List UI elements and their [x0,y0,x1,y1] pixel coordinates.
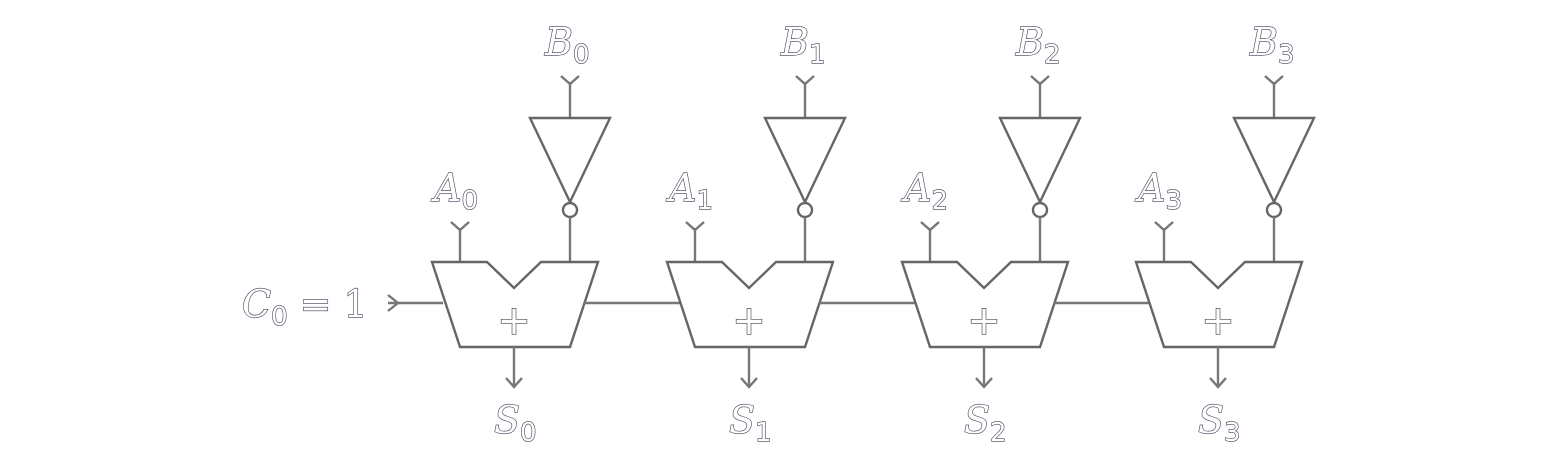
adder-2-plus: + [967,298,1001,344]
carry-in-arrowhead [387,294,400,312]
b2-symbol: B [1015,20,1044,64]
adder-3 [1134,260,1304,349]
carry-in-label: C0 = 1 [242,282,368,332]
b2-input-arrowhead [1030,75,1050,86]
b0-inverter-bubble [561,201,579,219]
s0-symbol: S [494,398,520,442]
b0-input-arrowhead [560,75,580,86]
b2-inverter-bubble [1031,201,1049,219]
b1-inverter [763,116,847,205]
s1-label: S1 [729,398,772,448]
b1-input-arrowhead [795,75,815,86]
carry-in-subscript: 0 [271,302,288,332]
b0-inverter [528,116,612,205]
adder-stage-1: + A1 B1 S1 [665,19,847,449]
b3-subscript: 3 [1278,40,1295,70]
b2-subscript: 2 [1044,40,1061,70]
s3-output-arrowhead [1209,377,1227,389]
b3-inverter-bubble [1265,201,1283,219]
s1-output-arrowhead [740,377,758,389]
a2-input-arrowhead [920,221,940,232]
b1-subscript: 1 [809,40,826,70]
b3-label: B3 [1249,20,1294,70]
adder-1 [665,260,835,349]
carry-in-symbol: C [242,282,271,326]
a0-subscript: 0 [461,186,478,216]
a0-input-arrowhead [450,221,470,232]
b3-input-arrowhead [1264,75,1284,86]
a0-symbol: A [431,166,461,210]
adder-stage-0: + A0 B0 S0 [430,19,612,449]
adder-1-plus: + [732,298,766,344]
a2-label: A2 [901,166,948,216]
a2-subscript: 2 [931,186,948,216]
a3-label: A3 [1135,166,1182,216]
b0-symbol: B [544,20,573,64]
s0-output-arrowhead [505,377,523,389]
a1-label: A1 [666,166,713,216]
b3-inverter [1232,116,1316,205]
a3-symbol: A [1135,166,1165,210]
adder-stage-3: + A3 B3 S3 [1134,19,1316,449]
b0-subscript: 0 [573,40,590,70]
s3-symbol: S [1198,398,1224,442]
a1-symbol: A [666,166,696,210]
s1-symbol: S [729,398,755,442]
adder-stage-2: + A2 B2 S2 [900,19,1082,449]
carry-in-value: = 1 [300,282,368,326]
b3-symbol: B [1249,20,1278,64]
a1-input-arrowhead [685,221,705,232]
b1-symbol: B [780,20,809,64]
carry-in: C0 = 1 [241,281,443,333]
adder-3-plus: + [1201,298,1235,344]
a1-subscript: 1 [696,186,713,216]
s2-label: S2 [964,398,1007,448]
a3-input-arrowhead [1154,221,1174,232]
a2-symbol: A [901,166,931,210]
s2-symbol: S [964,398,990,442]
s0-label: S0 [494,398,537,448]
b2-inverter [998,116,1082,205]
s3-subscript: 3 [1224,418,1241,448]
adder-2 [900,260,1070,349]
a0-label: A0 [431,166,478,216]
s2-subscript: 2 [990,418,1007,448]
a3-subscript: 3 [1165,186,1182,216]
adder-0-plus: + [497,298,531,344]
b0-label: B0 [544,20,589,70]
s0-subscript: 0 [520,418,537,448]
s1-subscript: 1 [755,418,772,448]
b1-label: B1 [780,20,825,70]
s3-label: S3 [1198,398,1241,448]
adder-0 [430,260,600,349]
b2-label: B2 [1015,20,1060,70]
s2-output-arrowhead [975,377,993,389]
b1-inverter-bubble [796,201,814,219]
